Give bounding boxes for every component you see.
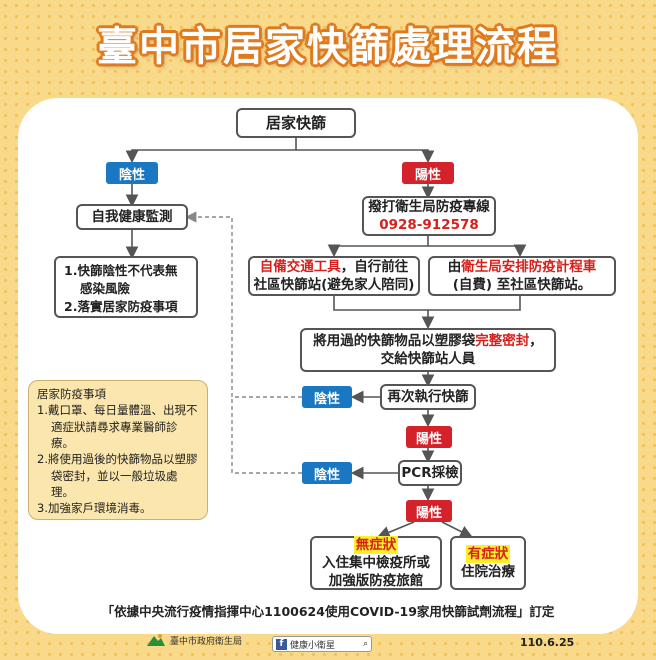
pcr-label: PCR採檢 [401, 464, 459, 481]
seal-line1: 將用過的快篩物品以塑膠袋完整密封， [313, 332, 543, 350]
asymptomatic-node: 無症狀 入住集中檢疫所或 加強版防疫旅館 [310, 535, 442, 590]
negative-note-2: 2.落實居家防疫事項 [64, 299, 178, 315]
call-hotline-node: 撥打衛生局防疫專線 0928-912578 [362, 196, 496, 236]
social-handle-text: 健康小衛星 [290, 640, 336, 651]
seal-items-node: 將用過的快篩物品以塑膠袋完整密封， 交給快篩站人員 [300, 328, 556, 372]
source-footnote: 「依據中央流行疫情指揮中心1100624使用COVID-19家用快篩試劑流程」訂… [101, 604, 555, 619]
social-handle-bar[interactable]: f 健康小衛星 ⌕ [272, 636, 372, 652]
home-note-3: 3.加強家戶環境消毒。 [37, 501, 152, 516]
home-note-2: 2.將使用過後的快篩物品以塑膠袋密封，並以一般垃圾處理。 [37, 452, 198, 499]
symptomatic-node: 有症狀 住院治療 [450, 536, 526, 590]
negative-badge-1: 陰性 [106, 162, 158, 184]
health-bureau-logo: 臺中市政府衛生局 [146, 632, 242, 648]
self-transport-node: 自備交通工具，自行前往 社區快篩站(避免家人陪同) [248, 256, 420, 296]
seal-prefix: 將用過的快篩物品以塑膠袋 [313, 332, 476, 349]
home-test-label: 居家快篩 [265, 113, 326, 132]
home-prevention-notes: 居家防疫事項 1.戴口罩、每日量體溫、出現不適症狀請尋求專業醫師診療。 2.將使… [28, 380, 208, 520]
self-monitor-node: 自我健康監測 [76, 204, 188, 230]
pcr-node: PCR採檢 [398, 460, 462, 486]
self-transport-line2: 社區快篩站(避免家人陪同) [253, 277, 415, 293]
seal-suffix: ， [529, 332, 543, 349]
symptomatic-text: 住院治療 [461, 564, 515, 580]
home-test-node: 居家快篩 [236, 108, 356, 138]
retest-node: 再次執行快篩 [380, 384, 476, 410]
hotline-phone: 0928-912578 [379, 217, 479, 233]
arranged-taxi-line2: (自費) 至社區快篩站。 [452, 277, 592, 293]
arranged-taxi-node: 由衛生局安排防疫計程車 (自費) 至社區快篩站。 [428, 256, 616, 296]
negative-note-1: 1.快篩陰性不代表無感染風險 [64, 263, 178, 297]
issue-date: 110.6.25 [520, 636, 575, 649]
self-transport-rest: ，自行前往 [340, 258, 409, 275]
page-title: 臺中市居家快篩處理流程 [97, 24, 559, 70]
asymptomatic-line2: 加強版防疫旅館 [328, 573, 424, 590]
positive-badge-1: 陽性 [402, 162, 454, 184]
self-monitor-label: 自我健康監測 [91, 208, 173, 225]
seal-highlight: 完整密封 [475, 332, 530, 349]
arranged-highlight: 衛生局安排防疫計程車 [461, 258, 597, 275]
seal-line2: 交給快篩站人員 [380, 351, 476, 367]
positive-badge-3: 陽性 [406, 500, 452, 522]
negative-notes-box: 1.快篩陰性不代表無感染風險 2.落實居家防疫事項 [54, 256, 198, 318]
negative-badge-2: 陰性 [302, 386, 352, 408]
home-notes-heading: 居家防疫事項 [37, 387, 106, 401]
symptomatic-label: 有症狀 [465, 544, 511, 563]
retest-label: 再次執行快篩 [387, 388, 469, 405]
call-hotline-label: 撥打衛生局防疫專線 [368, 198, 490, 215]
arranged-prefix: 由 [447, 258, 462, 275]
positive-badge-2: 陽性 [406, 426, 452, 448]
facebook-icon: f [276, 638, 287, 650]
search-icon: ⌕ [362, 639, 368, 649]
home-note-1: 1.戴口罩、每日量體溫、出現不適症狀請尋求專業醫師診療。 [37, 403, 198, 450]
asymptomatic-label: 無症狀 [353, 535, 399, 554]
asymptomatic-line1: 入住集中檢疫所或 [322, 554, 430, 571]
negative-badge-3: 陰性 [302, 462, 352, 484]
arranged-taxi-line1: 由衛生局安排防疫計程車 [448, 258, 597, 276]
mountain-logo-icon [147, 634, 165, 646]
self-transport-line1: 自備交通工具，自行前往 [260, 258, 409, 276]
self-transport-highlight: 自備交通工具 [259, 258, 341, 275]
logo-text: 臺中市政府衛生局 [170, 636, 243, 647]
